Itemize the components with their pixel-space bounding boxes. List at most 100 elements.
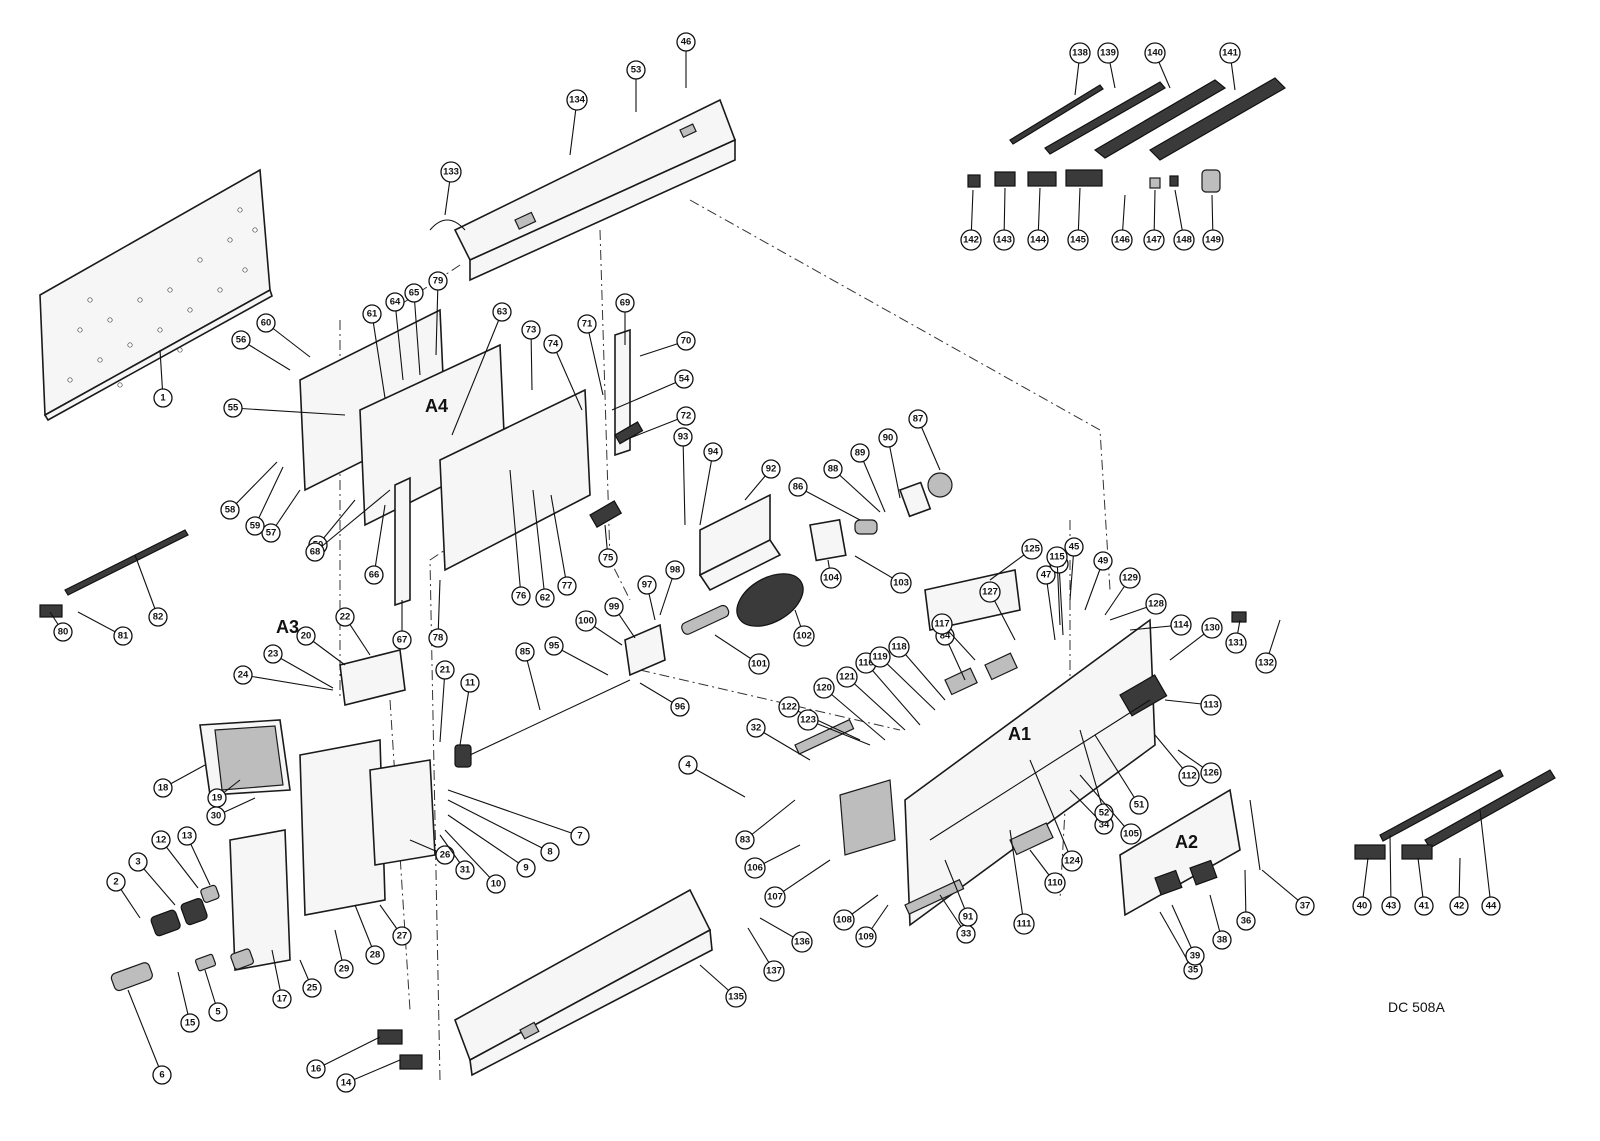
callout-number: 24	[238, 670, 249, 681]
callout-leader	[687, 764, 746, 798]
callout-number: 117	[934, 619, 949, 630]
callout-89: 89	[850, 443, 886, 513]
callout-leader	[1094, 734, 1140, 806]
callout-circle	[577, 314, 597, 334]
callout-number: 106	[747, 863, 763, 874]
callout-circle	[1027, 229, 1049, 251]
callout-60: 60	[256, 313, 311, 358]
callout-circle	[256, 313, 276, 333]
callout-number: 121	[839, 672, 856, 683]
callout-leader	[1056, 556, 1061, 626]
callout-circle	[392, 630, 412, 650]
callout-circle	[516, 858, 536, 878]
callout-leader	[532, 489, 546, 599]
callout-number: 18	[158, 783, 169, 794]
callout-number: 38	[1217, 935, 1228, 946]
callout-leader	[898, 646, 946, 701]
callout-136: 136	[759, 917, 813, 953]
callout-112: 112	[1154, 734, 1200, 787]
callout-circle	[1120, 823, 1142, 845]
callout-circle	[1225, 632, 1247, 654]
callout-leader	[437, 579, 441, 639]
callout-number: 43	[1386, 901, 1397, 912]
callout-113: 113	[1164, 694, 1222, 716]
callout-circle	[791, 931, 813, 953]
callout-9: 9	[447, 814, 536, 878]
callout-circle	[888, 636, 910, 658]
callout-number: 32	[751, 723, 762, 734]
callout-number: 1	[160, 393, 166, 404]
callout-number: 89	[855, 448, 866, 459]
callout-circle	[511, 586, 531, 606]
board-label-a4: A4	[425, 396, 448, 416]
callout-109: 109	[855, 904, 889, 948]
callout-circle	[673, 427, 693, 447]
callout-138: 138	[1069, 42, 1091, 96]
callout-circle	[1145, 593, 1167, 615]
callout-number: 68	[310, 547, 321, 558]
callout-circle	[761, 459, 781, 479]
callout-circle	[670, 697, 690, 717]
callout-5: 5	[204, 969, 228, 1022]
callout-number: 110	[1047, 878, 1062, 889]
callout-41: 41	[1414, 857, 1434, 916]
callout-circle	[1255, 652, 1277, 674]
callout-circle	[206, 806, 226, 826]
callout-number: 131	[1228, 638, 1245, 649]
callout-123: 123	[797, 709, 871, 746]
callout-31: 31	[439, 834, 475, 880]
callout-number: 143	[996, 235, 1012, 246]
callout-leader	[1058, 563, 1064, 636]
callout-number: 20	[301, 631, 312, 642]
callout-circle	[106, 872, 126, 892]
callout-121: 121	[836, 666, 906, 731]
callout-number: 64	[390, 297, 401, 308]
callout-53: 53	[626, 60, 646, 112]
callout-49: 49	[1084, 551, 1113, 611]
callout-number: 45	[1069, 542, 1080, 553]
callout-leader	[774, 859, 831, 898]
callout-circle	[1178, 765, 1200, 787]
callout-number: 123	[800, 715, 816, 726]
callout-85: 85	[515, 642, 541, 711]
callout-leader	[232, 407, 346, 416]
callout-111: 111	[1009, 829, 1035, 935]
callout-57: 57	[261, 489, 301, 543]
callout-leader	[879, 656, 936, 711]
callout-number: 80	[58, 627, 69, 638]
callout-76: 76	[509, 469, 531, 606]
callout-number: 83	[740, 835, 751, 846]
callout-number: 115	[1049, 552, 1065, 563]
callout-2: 2	[106, 872, 141, 919]
callout-number: 108	[836, 915, 852, 926]
callout-number: 47	[1041, 570, 1052, 581]
callout-78: 78	[428, 579, 448, 648]
callout-number: 116	[858, 658, 873, 669]
callout-number: 35	[1188, 965, 1199, 976]
callout-number: 23	[268, 649, 279, 660]
callout-number: 136	[794, 937, 810, 948]
callout-circle	[676, 406, 696, 426]
callout-number: 84	[940, 631, 951, 642]
callout-number: 19	[212, 793, 223, 804]
callout-number: 139	[1100, 48, 1116, 59]
callout-circle	[223, 398, 243, 418]
callout-86: 86	[788, 477, 861, 521]
callout-103: 103	[854, 555, 912, 594]
callout-64: 64	[385, 292, 405, 381]
callout-number: 129	[1122, 573, 1138, 584]
callout-number: 22	[340, 612, 351, 623]
callout-circle	[908, 409, 928, 429]
callout-circle	[1119, 567, 1141, 589]
callout-number: 62	[540, 593, 551, 604]
callout-circle	[113, 626, 133, 646]
callout-circle	[1013, 913, 1035, 935]
front-panel-hardware	[110, 679, 631, 992]
callout-number: 134	[569, 95, 586, 106]
callout-circle	[557, 576, 577, 596]
callout-leader	[887, 437, 901, 499]
callout-circle	[543, 334, 563, 354]
callout-104: 104	[820, 559, 842, 589]
callout-108: 108	[833, 894, 879, 931]
callout-circle	[764, 886, 786, 908]
